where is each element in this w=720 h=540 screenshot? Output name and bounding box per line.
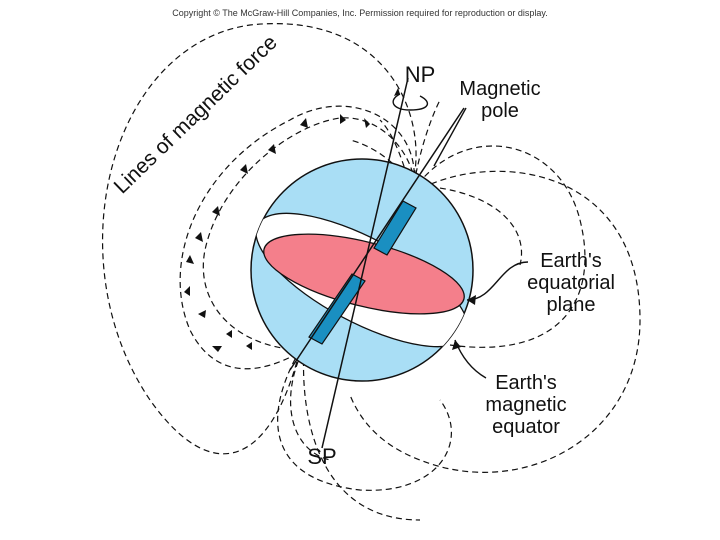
arrowhead-icon — [340, 114, 346, 124]
field-line-right-3 — [349, 170, 641, 473]
field-lines — [101, 23, 641, 521]
magnetic-equator-line-1: Earth's — [495, 372, 557, 394]
arrowhead-icon — [195, 232, 203, 242]
field-line-top-1 — [413, 99, 441, 185]
equatorial-plane-label: Earth's equatorial plane — [516, 250, 626, 316]
magnetic-equator-line-3: equator — [492, 416, 560, 438]
field-line-bottom-2 — [290, 351, 331, 461]
arrowhead-icon — [198, 310, 206, 318]
magnet-bar-upper — [373, 200, 417, 256]
south-pole-label: SP — [300, 446, 344, 468]
arrowhead-icon — [212, 206, 220, 216]
magnetic-pole-label: Magnetic pole — [450, 78, 550, 122]
equatorial-plane — [263, 233, 465, 315]
arrowhead-icon — [240, 164, 248, 174]
equatorial-plane-line-3: plane — [546, 294, 596, 316]
arrowhead-icon — [268, 144, 276, 154]
arrowhead-icon — [300, 118, 308, 128]
magnetic-pole-leader — [433, 107, 467, 167]
field-line-right-1 — [417, 145, 586, 348]
copyright-notice: Copyright © The McGraw-Hill Companies, I… — [172, 8, 548, 18]
field-line-bottom-1 — [277, 349, 452, 491]
field-line-right-2 — [419, 185, 523, 266]
arrowhead-icon — [186, 255, 194, 264]
arrowhead-icon — [246, 342, 252, 350]
magnetic-axis — [289, 107, 465, 371]
north-pole-label: NP — [398, 64, 442, 86]
equatorial-plane-line-2: equatorial — [527, 272, 615, 294]
magnetic-equator-line-2: magnetic — [485, 394, 567, 416]
field-line-bottom-3 — [302, 349, 421, 521]
arrowhead-icon — [212, 346, 222, 352]
field-arrows — [184, 114, 370, 352]
north-pole-text: NP — [404, 62, 436, 87]
axes — [289, 77, 465, 449]
equatorial-plane-line-1: Earth's — [540, 250, 602, 272]
field-line-2 — [179, 105, 415, 370]
magnetic-equator-label: Earth's magnetic equator — [474, 372, 578, 438]
rotation-axis — [321, 77, 409, 449]
magnetic-pole-line-2: pole — [481, 100, 519, 122]
earth-globe — [250, 158, 474, 382]
arrowhead-icon — [364, 118, 370, 128]
leader-lines — [433, 107, 529, 379]
arrowhead-icon — [226, 330, 232, 338]
field-line-top-2 — [379, 119, 411, 187]
rotation-arrow-icon — [392, 88, 429, 111]
field-line-3 — [202, 117, 416, 351]
south-pole-text: SP — [307, 444, 337, 469]
magnetic-pole-line-1: Magnetic — [459, 78, 541, 100]
field-line-4 — [349, 139, 413, 187]
field-line-outer — [101, 23, 417, 455]
arrowhead-icon — [184, 286, 190, 296]
